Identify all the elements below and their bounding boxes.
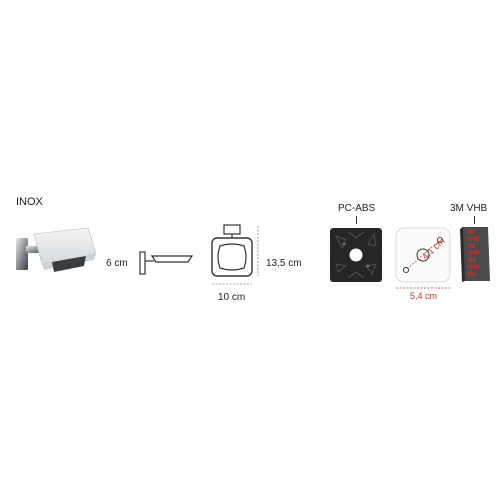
- side-view-drawing: [134, 244, 200, 278]
- side-dish-shape: [150, 255, 194, 263]
- pc-abs-label: PC-ABS: [338, 203, 376, 214]
- inox-label: INOX: [16, 196, 43, 208]
- front-bracket-shape: [223, 224, 241, 235]
- tape-print-item: 3M: [467, 272, 476, 278]
- side-bracket-shape: [139, 251, 146, 275]
- tape-print-list: 3M VHB 3M VHB 3M VHB 3M: [467, 230, 489, 279]
- plate-width-label: 5,4 cm: [410, 291, 438, 301]
- hole-distance-line: [406, 240, 440, 270]
- wall-bracket-shape: [16, 238, 28, 270]
- height-label: 13,5 cm: [266, 258, 302, 269]
- depth-label: 6 cm: [106, 258, 128, 269]
- dish-holder-shape: [52, 256, 86, 272]
- tape-label: 3M VHB: [450, 203, 488, 214]
- front-view-drawing: [206, 222, 266, 290]
- tape-print-item: 3M: [467, 258, 476, 264]
- pc-abs-pointer: [356, 216, 357, 224]
- tape-pad-photo: 3M VHB 3M VHB 3M VHB 3M: [458, 224, 492, 284]
- plate-diagram: [392, 226, 456, 292]
- soap-dish-photo: [12, 218, 102, 282]
- plate-diagram-center-shape: [416, 248, 430, 262]
- tape-print-item: VHB: [467, 265, 480, 271]
- width-label: 10 cm: [218, 292, 246, 303]
- tape-pad-shape: [462, 227, 490, 281]
- plate-diagram-hole-bottom-shape: [402, 266, 410, 274]
- mounting-plate-photo: [328, 226, 384, 284]
- plate-center-hole-shape: [349, 248, 363, 262]
- front-dish-inner-shape: [217, 243, 247, 271]
- tape-print-item: VHB: [467, 237, 480, 243]
- tape-print-item: VHB: [467, 251, 480, 257]
- tape-print-item: 3M: [467, 244, 476, 250]
- arm-shape: [26, 246, 46, 253]
- tape-pointer: [474, 216, 475, 224]
- plate-diagram-hole-top-shape: [436, 236, 444, 244]
- tape-print-item: 3M: [467, 230, 476, 236]
- front-dish-outer-shape: [211, 237, 253, 277]
